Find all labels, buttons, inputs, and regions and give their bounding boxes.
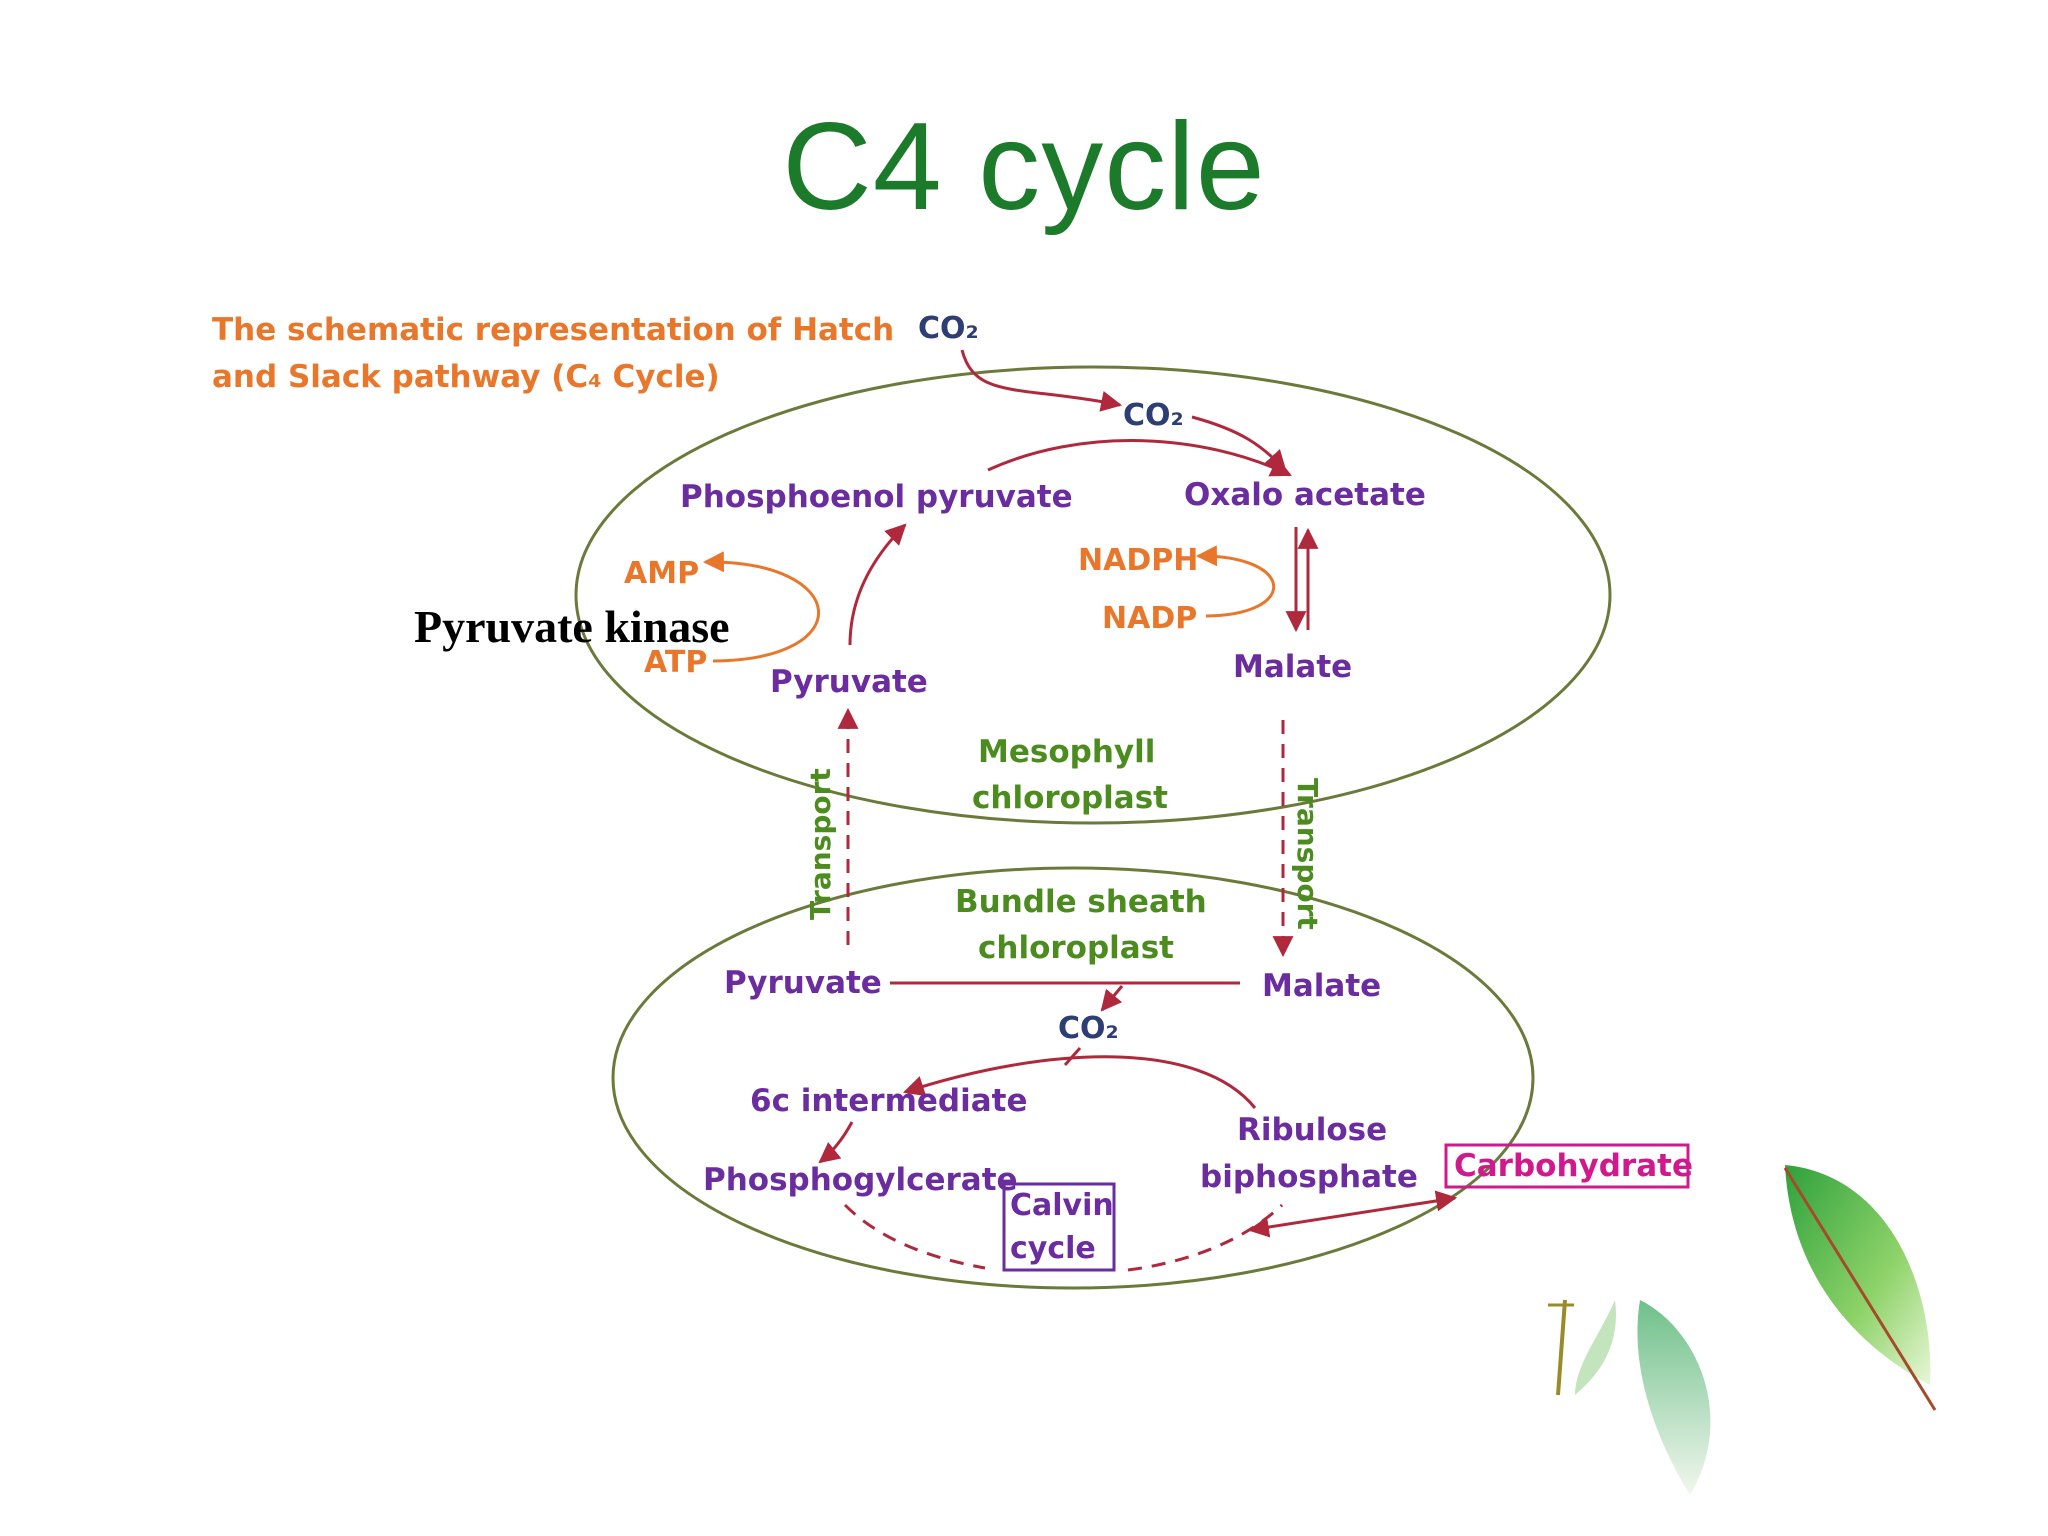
carbohydrate-arrow (1247, 1190, 1458, 1238)
enzyme-label: Pyruvate kinase (414, 601, 730, 652)
nadph-arrow (1195, 545, 1276, 618)
caption-line-1: The schematic representation of Hatch (212, 312, 894, 348)
pep-label: Phosphoenol pyruvate (680, 479, 1073, 515)
transport-label-right: Transport (1291, 778, 1324, 930)
intermediate-label: 6c intermediate (750, 1083, 1027, 1119)
co2-outer: CO₂ (918, 311, 979, 346)
calvin-label-2: cycle (1010, 1231, 1096, 1266)
rubp-to-intermediate-arrow (903, 1055, 1257, 1109)
oaa-label: Oxalo acetate (1184, 477, 1426, 513)
mesophyll-malate: Malate (1233, 649, 1352, 685)
mesophyll-label-1: Mesophyll (978, 734, 1155, 770)
co2-release-arrow (1100, 985, 1124, 1012)
caption-line-2: and Slack pathway (C₄ Cycle) (212, 359, 720, 395)
ribulose-label-1: Ribulose (1237, 1112, 1387, 1148)
intermediate-to-pga-arrow (818, 1121, 854, 1164)
leaf-decoration-icon (1548, 1165, 1937, 1495)
carbohydrate-box (1444, 1143, 1690, 1189)
transport-label-left: Transport (804, 768, 837, 920)
bundle-pyruvate: Pyruvate (724, 965, 882, 1001)
amp-label: AMP (624, 556, 699, 591)
nadp-label: NADP (1102, 601, 1197, 636)
atp-amp-arrow (702, 551, 820, 663)
bundle-co2: CO₂ (1058, 1011, 1119, 1046)
bundle-label-2: chloroplast (978, 930, 1174, 966)
calvin-cycle-box (1002, 1182, 1116, 1272)
bundle-sheath-ellipse (611, 866, 1535, 1290)
diagram-caption: The schematic representation of Hatch an… (212, 312, 894, 395)
mesophyll-label-2: chloroplast (972, 780, 1168, 816)
atp-label: ATP (644, 645, 707, 680)
pga-label: Phosphogylcerate (703, 1162, 1018, 1198)
mesophyll-ellipse (574, 365, 1612, 825)
calvin-dash-left (843, 1203, 986, 1270)
bundle-label-1: Bundle sheath (955, 884, 1207, 920)
co2-inner: CO₂ (1123, 398, 1184, 433)
co2-to-oaa-arrow (1191, 415, 1287, 472)
slide-title: C4 cycle (782, 98, 1266, 236)
mesophyll-pyruvate: Pyruvate (770, 664, 928, 700)
calvin-label-1: Calvin (1010, 1188, 1114, 1223)
co2-fixation-join (1063, 1047, 1082, 1066)
nadph-label: NADPH (1078, 543, 1198, 578)
co2-entry-arrow (960, 349, 1123, 412)
calvin-dash-right (1127, 1203, 1284, 1272)
pyruvate-to-pep-arrow (848, 523, 907, 646)
bundle-malate: Malate (1262, 968, 1381, 1004)
pep-to-oaa-arrow (987, 439, 1292, 477)
carbohydrate-label: Carbohydrate (1454, 1148, 1693, 1184)
ribulose-label-2: biphosphate (1200, 1159, 1418, 1195)
